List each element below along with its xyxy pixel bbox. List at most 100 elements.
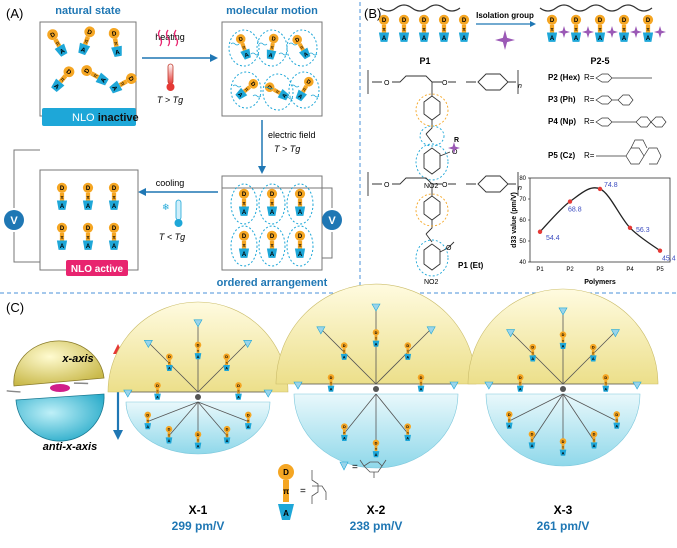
x1-down-mol-3-d-label: D — [168, 428, 171, 432]
x1-down-mol-3-a-label: A — [168, 439, 171, 443]
motion-zone-5 — [262, 73, 294, 111]
motion-molecule-6-d-label: D — [305, 79, 312, 86]
x3-down-mol-2-a-label: A — [562, 451, 565, 455]
p25-chromophore-2-bridge — [573, 24, 579, 33]
ordered-molecule-4-acceptor-icon — [238, 248, 250, 258]
x3-down-mol-0-donor-icon — [613, 411, 621, 418]
active-molecule-6-a-label: A — [112, 244, 117, 250]
natural-molecule-6-acceptor-icon — [109, 80, 123, 94]
chart-xlabel: Polymers — [584, 279, 616, 286]
active-molecule-2-donor-icon — [82, 182, 94, 193]
ordered-molecule-4-pi-label: π — [242, 243, 246, 249]
x1-up-mol-2-a-label: A — [197, 355, 200, 359]
chromophore-legend: D π A = = — [278, 459, 387, 520]
x3-down-mol-3: DπA — [528, 430, 536, 449]
ordered-molecule-2-acceptor-icon — [266, 206, 278, 216]
x3-down-mol-4-bridge — [507, 417, 511, 423]
x1-up-mol-0-pi-label: π — [156, 390, 159, 394]
x3-down-mol-3-a-label: A — [531, 444, 534, 448]
motion-molecule-3-bridge — [297, 42, 305, 52]
x3-value: 261 pm/V — [537, 519, 590, 533]
ordered-molecule-5-a-label: A — [270, 252, 275, 258]
ordered-molecule-4-d-label: D — [242, 234, 247, 240]
chart-xtick-label-3: P4 — [626, 267, 634, 273]
x2-down-mol-1-acceptor-icon — [372, 451, 380, 458]
x3-branch-1 — [532, 353, 564, 385]
motion-molecule-4-pi-label: π — [243, 87, 249, 93]
active-molecule-3-donor-icon — [108, 182, 120, 193]
motion-molecule-5-pi-label: π — [275, 89, 281, 95]
x3-up-mol-4: DπA — [602, 374, 610, 392]
p1-chromophore-5-acceptor-icon — [458, 32, 470, 42]
x2-up-mol-4-bridge — [419, 380, 423, 386]
panel-a: (A) natural state molecular motion DπADπ… — [4, 5, 342, 289]
electric-field-arrowhead — [258, 166, 266, 174]
x3-down-mol-4-pi-label: π — [508, 419, 511, 423]
x3-up-mol-3-a-label: A — [592, 357, 595, 361]
p1-chromophore-2-donor-icon — [398, 14, 410, 25]
x2-up-mol-3-bridge — [406, 348, 410, 354]
ordered-molecule-3-bridge — [297, 198, 303, 207]
p1-chromophore-5-a-label: A — [462, 36, 467, 42]
motion-molecule-2-pi-label: π — [270, 46, 275, 52]
x1-up-mol-1-pi-label: π — [168, 361, 171, 365]
motion-molecule-4-d-label: D — [249, 81, 256, 88]
natural-molecule-6-pi-label: π — [119, 81, 126, 87]
motion-molecule-5: DπA — [264, 82, 290, 101]
motion-zone-1 — [228, 29, 260, 67]
x2-down-mol-1: DπA — [372, 439, 380, 458]
ordered-zone-6 — [286, 225, 314, 267]
x1-down-mol-4-bridge — [146, 418, 150, 424]
p25-chromophore-2-acceptor-icon — [570, 32, 582, 42]
active-molecule-4: DπA — [56, 222, 68, 250]
p25-chromophore-3-a-label: A — [598, 36, 603, 42]
x1-down-branch-4 — [147, 401, 199, 422]
ordered-molecule-1-donor-icon — [238, 188, 250, 199]
chart-ytick-label-4: 80 — [519, 176, 526, 182]
chart-value-label-P2: 68.8 — [568, 207, 582, 214]
ordered-molecule-1-pi-label: π — [242, 201, 246, 207]
motion-molecule-3-pi-label: π — [299, 45, 305, 51]
natural-molecule-1-acceptor-icon — [54, 43, 68, 57]
x2-up-mol-1-bridge — [342, 348, 346, 354]
split-sphere-icon — [0, 340, 125, 442]
p25-chromophore-1-a-label: A — [550, 36, 555, 42]
motion-molecule-5-a-label: A — [281, 93, 288, 100]
x2-up-cap-1 — [316, 326, 326, 335]
anti-x-axis-arrowhead — [113, 430, 123, 440]
x1-value: 299 pm/V — [172, 519, 225, 533]
active-molecule-1-a-label: A — [60, 204, 65, 210]
motion-molecule-6: DπA — [295, 76, 314, 102]
p1-et-label: P1 (Et) — [458, 261, 484, 270]
isolation-arrowhead — [530, 21, 536, 27]
x2-down-mol-1-d-label: D — [375, 441, 378, 445]
molecular-motion-box — [221, 21, 323, 117]
x2-down-mol-1-donor-icon — [372, 439, 380, 447]
active-molecule-2-d-label: D — [86, 186, 91, 192]
p25-chromophore-1-donor-icon — [546, 14, 558, 25]
x3-down-mol-3-acceptor-icon — [528, 442, 536, 449]
ordered-molecule-6-bridge — [297, 240, 303, 249]
r-group-list: P2 (Hex) R= P3 (Ph) R= P4 (Np) R= P5 (Cz… — [548, 73, 667, 165]
x3-up-mol-1-bridge — [531, 350, 535, 356]
p25-chromophore-5-d-label: D — [646, 18, 651, 24]
x2-down-mol-0-pi-label: π — [407, 431, 410, 435]
x3-down-mol-1: DπA — [590, 430, 598, 449]
x2-down-mol-2-a-label: A — [343, 437, 346, 441]
nlo-active-text: NLO active — [71, 264, 124, 275]
x3-up-mol-0-pi-label: π — [519, 382, 522, 386]
x2-down-mol-2-donor-icon — [341, 423, 348, 430]
p25-chromophore-5: DπA — [642, 14, 654, 42]
ordered-molecule-2: DπA — [266, 188, 278, 216]
motion-zone-3 — [286, 29, 318, 67]
p25-chromophore-4-acceptor-icon — [618, 32, 630, 42]
motion-molecule-4: DπA — [235, 79, 259, 100]
p1-chromophore-5-donor-icon — [458, 14, 470, 25]
x1-down-mol-2-pi-label: π — [197, 439, 200, 443]
ordered-molecule-5-d-label: D — [270, 234, 275, 240]
p25-backbone — [539, 4, 653, 12]
x2-down-mol-2-acceptor-icon — [341, 434, 348, 441]
